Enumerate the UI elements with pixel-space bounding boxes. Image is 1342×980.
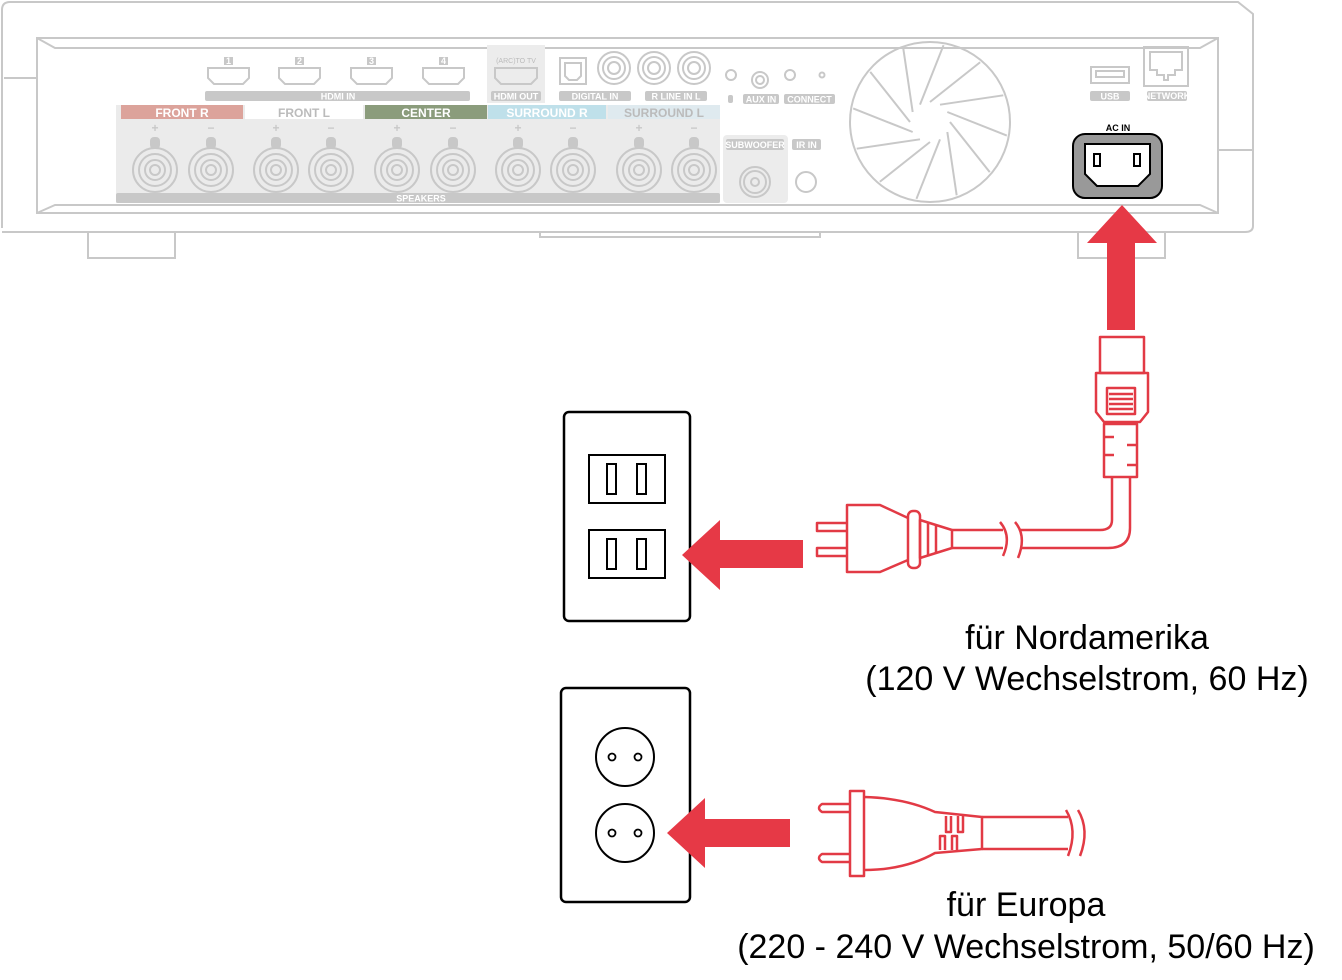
speaker-terminal-icon: +	[616, 121, 662, 193]
power-cord-north-america	[815, 335, 1150, 574]
caption-north-america-spec: (120 V Wechselstrom, 60 Hz)	[865, 660, 1308, 698]
svg-text:NETWORK: NETWORK	[1144, 91, 1191, 101]
speaker-terminal-icon: +	[132, 121, 178, 193]
svg-text:3: 3	[369, 56, 374, 66]
caption-north-america: für Nordamerika	[965, 619, 1209, 657]
speaker-terminal-icon: +	[495, 121, 541, 193]
svg-text:4: 4	[441, 56, 446, 66]
caption-europe-spec: (220 - 240 V Wechselstrom, 50/60 Hz)	[737, 928, 1315, 966]
svg-text:2: 2	[297, 56, 302, 66]
svg-text:+: +	[635, 121, 642, 135]
svg-text:HDMI OUT: HDMI OUT	[494, 92, 539, 102]
hdmi-port-2	[278, 67, 321, 85]
speaker-terminal-icon: −	[550, 121, 596, 193]
svg-text:SURROUND R: SURROUND R	[506, 106, 588, 120]
svg-text:+: +	[393, 121, 400, 135]
svg-text:SPEAKERS: SPEAKERS	[396, 194, 446, 204]
svg-text:USB: USB	[1100, 92, 1120, 102]
subwoofer-ir: SUBWOOFER IR IN	[723, 135, 821, 203]
arrow-left-icon	[667, 798, 790, 868]
speaker-terminal-icon: −	[430, 121, 476, 193]
power-plug-europe	[817, 789, 1086, 878]
svg-text:1: 1	[226, 56, 231, 66]
svg-text:CENTER: CENTER	[401, 106, 451, 120]
speaker-terminals: FRONT R FRONT L CENTER SURROUND R SURROU…	[116, 105, 720, 204]
speaker-terminal-icon: −	[188, 121, 234, 193]
hdmi-port-3	[350, 67, 393, 85]
hdmi-port-4	[422, 67, 465, 85]
hdmi-port-1	[207, 67, 250, 85]
svg-text:−: −	[690, 121, 697, 135]
svg-text:AUX IN: AUX IN	[746, 95, 777, 105]
speaker-terminal-icon: +	[253, 121, 299, 193]
hdmi-out-arc: (ARC)TO TV HDMI OUT	[487, 45, 545, 103]
svg-text:−: −	[207, 121, 214, 135]
svg-text:SUBWOOFER: SUBWOOFER	[725, 140, 785, 150]
svg-text:FRONT L: FRONT L	[278, 106, 330, 120]
svg-text:(ARC)TO TV: (ARC)TO TV	[496, 58, 536, 65]
hdmi-inputs: 1 2 3 4 HDMI IN	[205, 56, 470, 102]
europe-outlet	[559, 686, 692, 904]
speaker-terminal-icon: +	[374, 121, 420, 193]
caption-europe: für Europa	[947, 886, 1106, 924]
arrow-left-icon	[682, 520, 803, 590]
svg-text:−: −	[327, 121, 334, 135]
fan-grille-icon	[849, 41, 1011, 203]
av-receiver-rear-panel: 1 2 3 4 HDMI IN (ARC)TO TV HDMI OUT DIGI…	[1, 0, 1254, 259]
svg-text:IR IN: IR IN	[796, 140, 817, 150]
svg-text:+: +	[272, 121, 279, 135]
ac-in-socket: AC IN	[1072, 123, 1163, 199]
svg-text:CONNECT: CONNECT	[787, 95, 832, 105]
north-america-outlet	[562, 410, 692, 623]
speaker-terminal-icon: −	[671, 121, 717, 193]
svg-text:HDMI IN: HDMI IN	[321, 92, 356, 102]
svg-text:−: −	[569, 121, 576, 135]
svg-text:SURROUND L: SURROUND L	[624, 106, 704, 120]
speaker-terminal-icon: −	[308, 121, 354, 193]
audio-inputs: DIGITAL IN R LINE IN L AUX IN CONNECT	[559, 51, 835, 105]
svg-text:DIGITAL IN: DIGITAL IN	[572, 92, 619, 102]
svg-text:R LINE IN L: R LINE IN L	[652, 92, 702, 102]
arrow-up-icon	[1087, 205, 1157, 330]
svg-text:+: +	[151, 121, 158, 135]
svg-text:−: −	[449, 121, 456, 135]
usb-network: USB NETWORK	[1090, 46, 1191, 102]
svg-text:FRONT R: FRONT R	[155, 106, 209, 120]
svg-text:+: +	[514, 121, 521, 135]
svg-text:AC IN: AC IN	[1106, 123, 1131, 133]
device-feet	[87, 232, 1166, 259]
